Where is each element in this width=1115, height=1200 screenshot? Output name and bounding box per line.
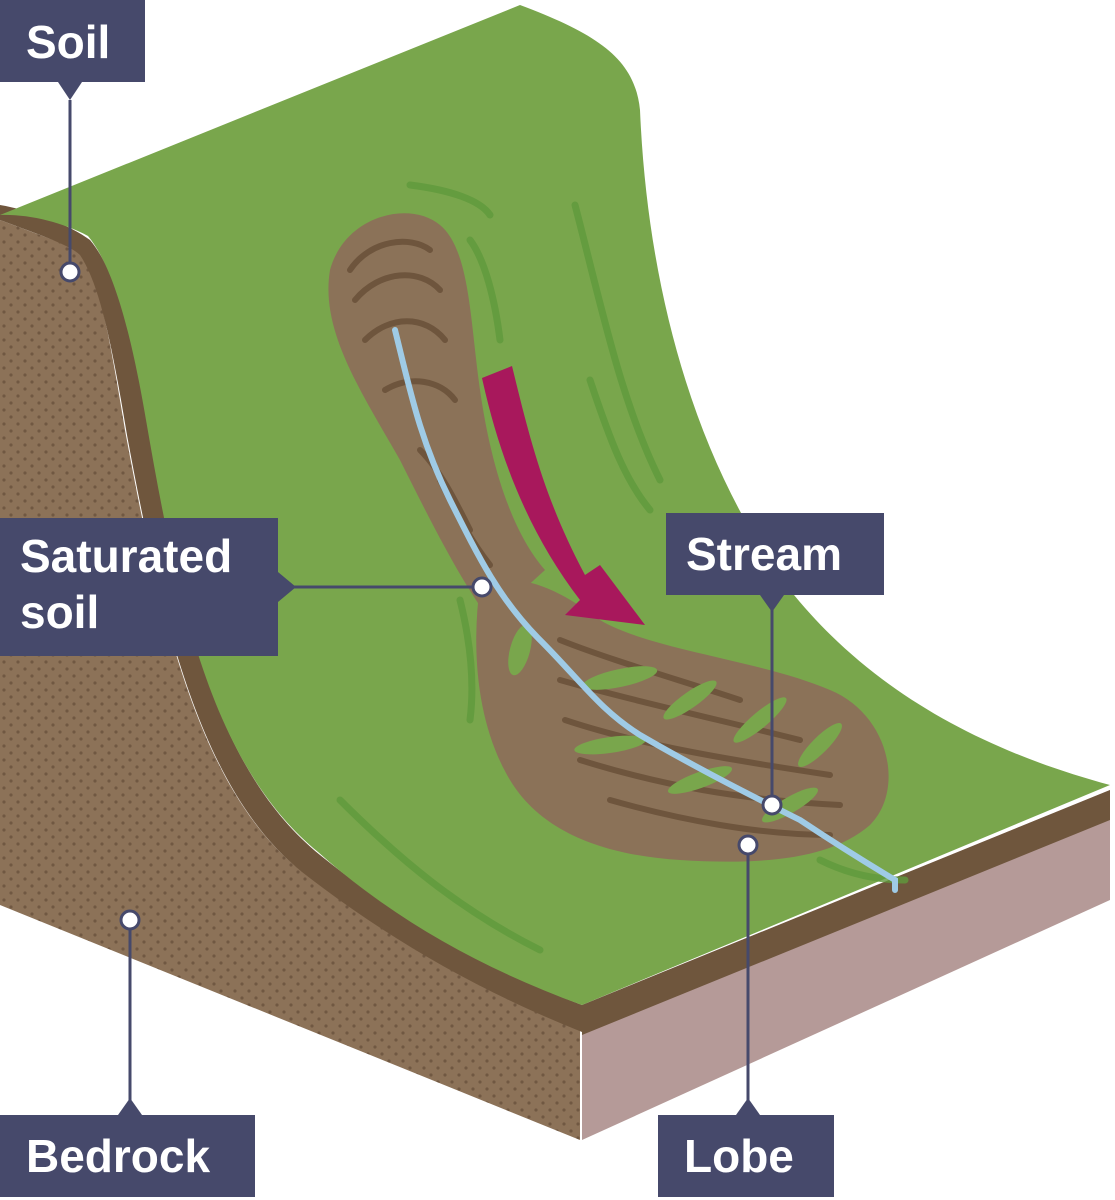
soil-marker-dot	[59, 261, 81, 283]
saturated-soil-label-line1: Saturated	[20, 530, 232, 582]
movement-arrow	[482, 366, 645, 625]
lobe-label-text: Lobe	[684, 1130, 794, 1182]
stream-marker-dot	[761, 794, 783, 816]
stream-label-text: Stream	[686, 528, 842, 580]
saturated-soil-marker-dot	[471, 576, 493, 598]
lobe-marker-dot	[737, 834, 759, 856]
lobe-label: Lobe	[658, 1098, 834, 1197]
soil-label: Soil	[0, 0, 145, 100]
bedrock-label-text: Bedrock	[26, 1130, 210, 1182]
saturated-soil-label-line2: soil	[20, 586, 99, 638]
leader-dots	[59, 261, 783, 931]
bedrock-dots-pattern	[0, 220, 580, 1140]
mudflow-tongue	[328, 213, 545, 620]
stream-label: Stream	[666, 513, 884, 612]
right-soil-strip	[582, 790, 1110, 1035]
leader-lines	[68, 100, 774, 1100]
saturated-soil-label: Saturated soil	[0, 518, 296, 656]
right-block-face	[582, 790, 1110, 1140]
bedrock-label: Bedrock	[0, 1098, 255, 1197]
stream-line	[392, 327, 898, 893]
bedrock-marker-dot	[119, 909, 141, 931]
soil-label-text: Soil	[26, 16, 110, 68]
